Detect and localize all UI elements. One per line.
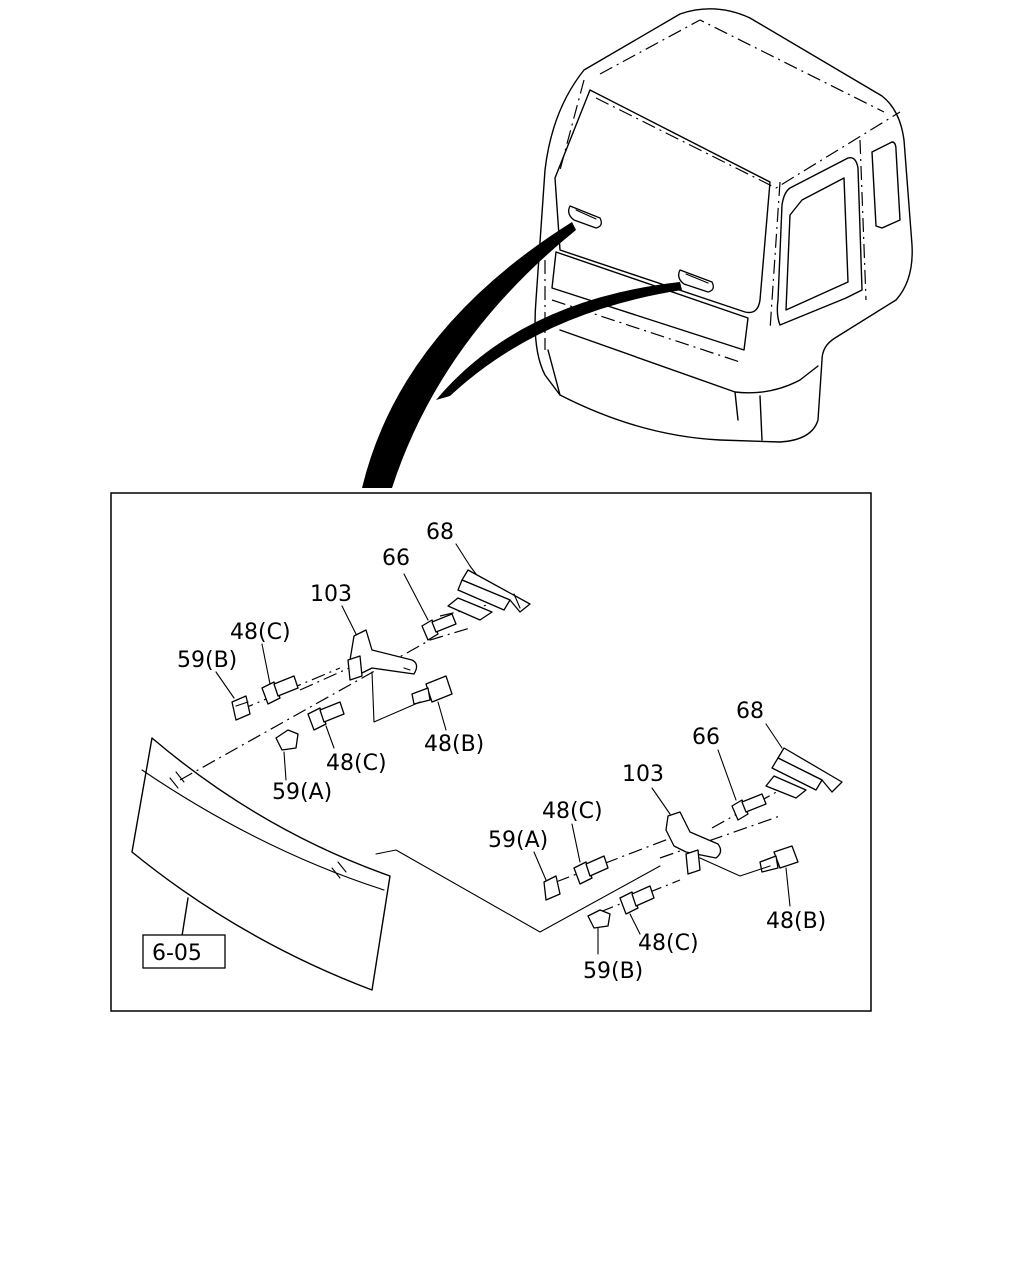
label-66-upper: 66 <box>382 546 410 571</box>
upper-assembly <box>179 543 531 781</box>
label-48c-lower-b: 48(C) <box>638 931 699 956</box>
bolt-48c-upper-icon <box>261 675 299 705</box>
truck-cab-illustration <box>362 8 913 488</box>
label-103-upper: 103 <box>310 582 352 607</box>
label-48c-lower-a: 48(C) <box>542 799 603 824</box>
bolt-48b-lower-icon <box>759 845 799 873</box>
clip-59b-lower-icon <box>587 909 611 929</box>
clip-59b-upper-icon <box>231 695 251 721</box>
bolt-66-icon <box>421 613 457 641</box>
callout-arrow-left <box>362 222 576 488</box>
hinge-103-icon <box>347 629 418 681</box>
handle-left-icon <box>568 205 602 229</box>
bolt-48c-lower-icon <box>307 701 345 731</box>
hinge-103-lower-icon <box>665 811 722 875</box>
bracket-68-icon <box>447 565 531 621</box>
label-48b-upper: 48(B) <box>424 732 484 757</box>
clip-59a-upper-icon <box>275 729 299 751</box>
reference-box <box>142 934 226 969</box>
bolt-48c-lower-a-icon <box>573 855 609 885</box>
label-59a-lower: 59(A) <box>488 828 548 853</box>
label-48c-upper-a: 48(C) <box>230 620 291 645</box>
clip-59a-lower-icon <box>543 875 561 901</box>
label-48c-upper-b: 48(C) <box>326 751 387 776</box>
bracket-68-lower-icon <box>765 747 843 799</box>
garnish-panel <box>131 737 391 991</box>
bolt-48c-lower-b-icon <box>619 885 655 915</box>
detail-frame <box>110 492 872 1012</box>
bolt-48b-upper-icon <box>411 675 453 705</box>
label-103-lower: 103 <box>622 762 664 787</box>
label-59b-upper: 59(B) <box>177 648 237 673</box>
handle-right-icon <box>678 269 714 293</box>
lower-assembly <box>533 723 843 955</box>
callout-arrow-right <box>436 282 682 400</box>
label-48b-lower: 48(B) <box>766 909 826 934</box>
label-59a-upper: 59(A) <box>272 780 332 805</box>
label-68-upper: 68 <box>426 520 454 545</box>
reference-label: 6-05 <box>152 941 202 966</box>
label-66-lower: 66 <box>692 725 720 750</box>
label-59b-lower: 59(B) <box>583 959 643 984</box>
bolt-66-lower-icon <box>731 793 767 821</box>
label-68-lower: 68 <box>736 699 764 724</box>
